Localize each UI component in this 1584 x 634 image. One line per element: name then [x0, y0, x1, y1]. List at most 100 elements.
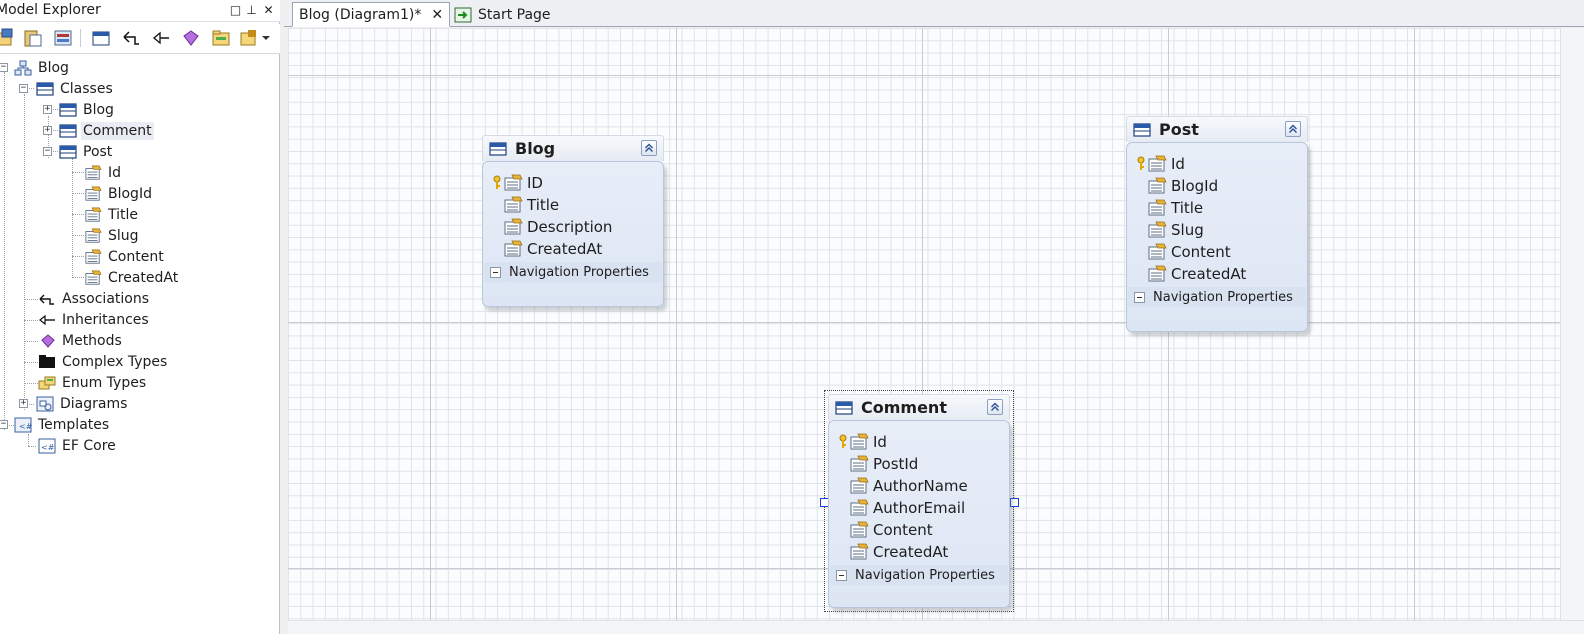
pin-icon[interactable]: ⊥: [246, 3, 257, 17]
property-icon: [84, 207, 102, 223]
collapse-nav-toggle[interactable]: [490, 266, 501, 278]
collapse-icon[interactable]: [1285, 121, 1301, 137]
entity-property[interactable]: Title: [1135, 197, 1203, 219]
diagram-canvas[interactable]: Blog ID Title Description: [288, 28, 1560, 620]
horizontal-scrollbar[interactable]: [288, 620, 1584, 634]
tree-node-class-post[interactable]: Post: [59, 142, 114, 162]
tree-label: Associations: [62, 291, 150, 307]
entity-post[interactable]: Post Id BlogId Title: [1126, 116, 1308, 340]
add-template-icon[interactable]: [238, 27, 260, 49]
navigation-properties-row[interactable]: Navigation Properties: [830, 565, 1008, 585]
entity-header[interactable]: Comment: [828, 394, 1010, 420]
tree-label: Title: [108, 207, 139, 223]
close-icon[interactable]: ✕: [431, 6, 444, 23]
tree-node-templates[interactable]: <# Templates: [14, 415, 111, 435]
tab-blog-diagram[interactable]: Blog (Diagram1)* ✕: [292, 2, 451, 27]
entity-blog[interactable]: Blog ID Title Description: [482, 135, 664, 315]
collapse-icon[interactable]: [641, 140, 657, 156]
tree-node-diagrams[interactable]: Diagrams: [36, 394, 129, 414]
tree-node-inheritances[interactable]: Inheritances: [38, 310, 151, 330]
collapse-post-toggle[interactable]: −: [43, 146, 52, 156]
expand-blog-toggle[interactable]: +: [43, 104, 52, 114]
collapse-templates-toggle[interactable]: −: [0, 419, 8, 429]
tab-start-page[interactable]: Start Page: [448, 2, 557, 27]
property-icon: [1147, 199, 1167, 217]
tree-label: EF Core: [62, 438, 116, 454]
tree-node-class-comment[interactable]: Comment: [59, 121, 154, 141]
property-icon: [1147, 221, 1167, 239]
chevron-down-icon[interactable]: [260, 27, 272, 49]
collapse-icon[interactable]: [987, 399, 1003, 415]
maximize-icon[interactable]: □: [229, 3, 242, 17]
entity-property[interactable]: ID: [491, 172, 543, 194]
class-icon: [835, 400, 853, 416]
tree-label: Id: [108, 165, 122, 181]
tree-node-associations[interactable]: Associations: [38, 289, 151, 309]
tree-node-post-property[interactable]: Id: [84, 163, 123, 183]
entity-property[interactable]: AuthorName: [837, 475, 968, 497]
database-update-icon[interactable]: [52, 27, 74, 49]
tree-node-classes[interactable]: Classes: [36, 79, 115, 99]
collapse-nav-toggle[interactable]: [836, 569, 847, 581]
tree-node-post-property[interactable]: Content: [84, 247, 166, 267]
entity-property[interactable]: Description: [491, 216, 612, 238]
tree-label: Blog: [83, 102, 114, 118]
tree-node-enum-types[interactable]: Enum Types: [38, 373, 148, 393]
entity-property[interactable]: Title: [491, 194, 559, 216]
add-folder-icon[interactable]: [210, 27, 232, 49]
tree-node-post-property[interactable]: BlogId: [84, 184, 154, 204]
add-class-icon[interactable]: [90, 27, 112, 49]
tree-node-complex-types[interactable]: Complex Types: [38, 352, 169, 372]
collapse-root-toggle[interactable]: −: [0, 62, 8, 72]
entity-header[interactable]: Post: [1126, 116, 1308, 142]
vertical-scrollbar[interactable]: [1560, 28, 1584, 620]
entity-property[interactable]: Id: [837, 431, 887, 453]
navigation-properties-row[interactable]: Navigation Properties: [1128, 287, 1306, 307]
entity-property[interactable]: Id: [1135, 153, 1185, 175]
key-icon: [491, 175, 503, 191]
complex-type-icon: [39, 355, 55, 368]
property-icon: [1147, 265, 1167, 283]
entity-property[interactable]: Content: [1135, 241, 1231, 263]
resize-handle-right[interactable]: [1010, 498, 1019, 507]
property-icon: [503, 174, 523, 192]
expand-diagrams-toggle[interactable]: +: [19, 398, 28, 408]
tree-node-ef-core[interactable]: <# EF Core: [38, 436, 118, 456]
tree-node-methods[interactable]: Methods: [38, 331, 124, 351]
add-method-icon[interactable]: [180, 27, 202, 49]
tree-node-post-property[interactable]: Title: [84, 205, 140, 225]
paste-icon[interactable]: [22, 27, 44, 49]
close-icon[interactable]: ✕: [263, 3, 274, 17]
tree-label: CreatedAt: [108, 270, 179, 286]
entity-property[interactable]: Content: [837, 519, 933, 541]
collapse-nav-toggle[interactable]: [1134, 291, 1145, 303]
tree-label: Blog: [38, 60, 69, 76]
entity-title: Blog: [515, 139, 556, 158]
property-icon: [84, 249, 102, 265]
entity-property[interactable]: CreatedAt: [1135, 263, 1246, 285]
template-file-icon: <#: [38, 438, 56, 454]
add-model-icon[interactable]: [0, 27, 16, 49]
add-inheritance-icon[interactable]: [150, 27, 172, 49]
collapse-classes-toggle[interactable]: −: [19, 83, 28, 93]
tree-label: Inheritances: [62, 312, 149, 328]
entity-property[interactable]: BlogId: [1135, 175, 1218, 197]
entity-property[interactable]: AuthorEmail: [837, 497, 965, 519]
add-association-icon[interactable]: [120, 27, 142, 49]
entity-header[interactable]: Blog: [482, 135, 664, 161]
svg-text:<#: <#: [19, 422, 32, 431]
tree-node-post-property[interactable]: CreatedAt: [84, 268, 180, 288]
entity-property[interactable]: Slug: [1135, 219, 1204, 241]
entity-property[interactable]: CreatedAt: [491, 238, 602, 260]
entity-comment[interactable]: Comment Id PostId AuthorName: [828, 394, 1010, 612]
tree-node-post-property[interactable]: Slug: [84, 226, 141, 246]
enum-type-icon: [38, 376, 56, 390]
expand-comment-toggle[interactable]: +: [43, 125, 52, 135]
tree-node-class-blog[interactable]: Blog: [59, 100, 116, 120]
entity-property[interactable]: CreatedAt: [837, 541, 948, 563]
tree-node-model-root[interactable]: Blog: [14, 58, 71, 78]
navigation-properties-row[interactable]: Navigation Properties: [484, 262, 662, 282]
property-icon: [84, 270, 102, 286]
entity-property[interactable]: PostId: [837, 453, 918, 475]
entity-body: Id BlogId Title Slug: [1126, 142, 1308, 332]
